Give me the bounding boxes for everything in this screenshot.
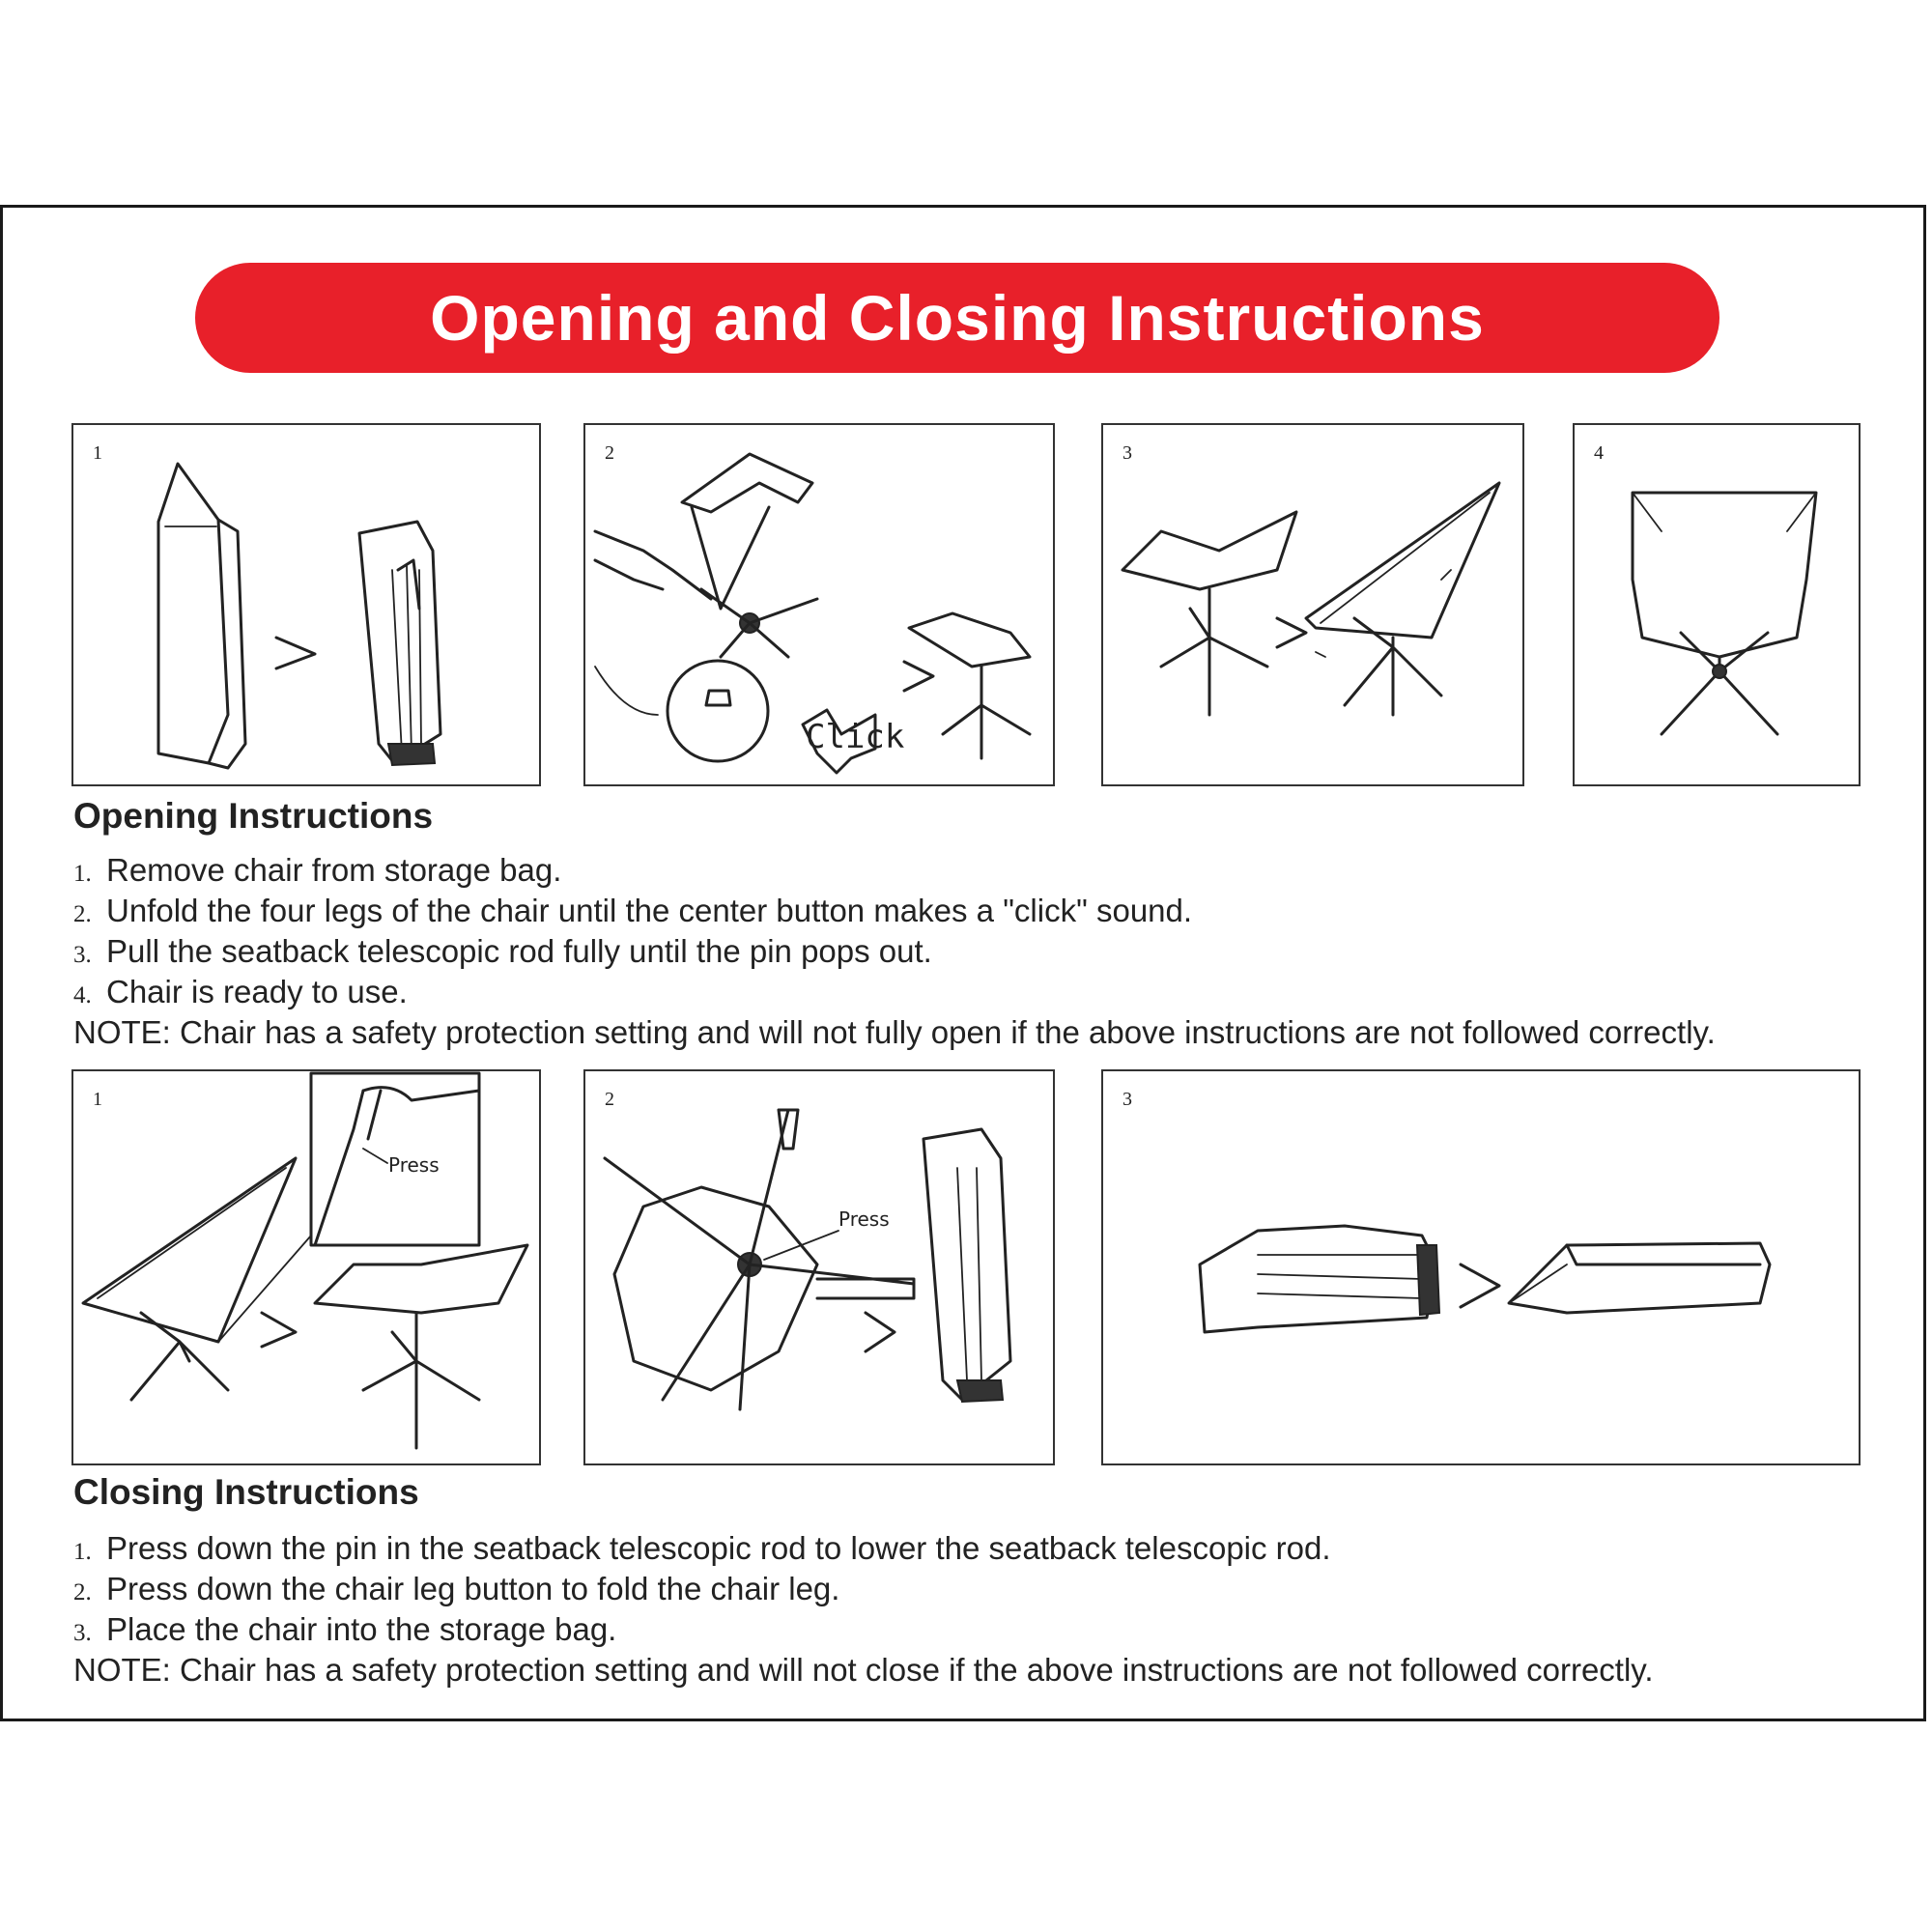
closing-steps: 1. Press down the pin in the seatback tel… bbox=[73, 1528, 1889, 1690]
extend-seatback-illustration bbox=[1121, 481, 1501, 717]
panel-number: 2 bbox=[605, 442, 614, 464]
opening-note: NOTE: Chair has a safety protection sett… bbox=[73, 1014, 1716, 1050]
step-number: 2. bbox=[73, 901, 92, 927]
step-text: Unfold the four legs of the chair until … bbox=[106, 893, 1193, 928]
opening-panel-4: 4 bbox=[1573, 423, 1861, 786]
panel-number: 2 bbox=[605, 1089, 614, 1110]
closing-step-2: 2. Press down the chair leg button to fol… bbox=[73, 1569, 1889, 1609]
panel-number: 3 bbox=[1122, 442, 1132, 464]
closing-note: NOTE: Chair has a safety protection sett… bbox=[73, 1652, 1654, 1688]
panel-number: 3 bbox=[1122, 1089, 1132, 1110]
instruction-sheet bbox=[0, 205, 1926, 1721]
step-number: 1. bbox=[73, 861, 92, 887]
step-number: 4. bbox=[73, 982, 92, 1009]
step-text: Chair is ready to use. bbox=[106, 974, 408, 1009]
press-callout: Press bbox=[388, 1153, 440, 1177]
opening-panel-1: 1 bbox=[71, 423, 541, 786]
step-text: Place the chair into the storage bag. bbox=[106, 1611, 617, 1647]
ready-chair-illustration bbox=[1631, 491, 1818, 736]
step-number: 1. bbox=[73, 1539, 92, 1565]
closing-step-1: 1. Press down the pin in the seatback tel… bbox=[73, 1528, 1889, 1569]
page-title: Opening and Closing Instructions bbox=[430, 282, 1485, 354]
closing-panel-1: 1 Press bbox=[71, 1069, 541, 1465]
opening-heading: Opening Instructions bbox=[73, 796, 434, 836]
unfolding-legs-illustration: Click bbox=[593, 452, 1032, 775]
closing-panel-2: 2 Press bbox=[583, 1069, 1055, 1465]
step-number: 2. bbox=[73, 1579, 92, 1605]
step-number: 3. bbox=[73, 942, 92, 968]
click-callout: Click bbox=[806, 718, 904, 756]
title-banner: Opening and Closing Instructions bbox=[195, 263, 1719, 373]
step-text: Pull the seatback telescopic rod fully u… bbox=[106, 933, 932, 969]
panel-number: 4 bbox=[1594, 442, 1604, 464]
closing-step-3: 3. Place the chair into the storage bag. bbox=[73, 1609, 1889, 1650]
pack-into-bag-illustration bbox=[1198, 1224, 1772, 1334]
lower-seatback-illustration: Press bbox=[81, 1071, 529, 1450]
step-number: 3. bbox=[73, 1620, 92, 1646]
fold-legs-illustration: Press bbox=[603, 1108, 1012, 1411]
folded-bag-to-chair-illustration bbox=[156, 462, 442, 770]
press-callout: Press bbox=[838, 1208, 890, 1231]
panel-number: 1 bbox=[93, 1089, 102, 1110]
opening-step-4: 4. Chair is ready to use. bbox=[73, 972, 1889, 1012]
step-text: Press down the chair leg button to fold … bbox=[106, 1571, 840, 1606]
step-text: Remove chair from storage bag. bbox=[106, 852, 562, 888]
opening-step-2: 2. Unfold the four legs of the chair unti… bbox=[73, 891, 1889, 931]
step-text: Press down the pin in the seatback teles… bbox=[106, 1530, 1331, 1566]
opening-panel-2: 2 Click bbox=[583, 423, 1055, 786]
closing-panel-3: 3 bbox=[1101, 1069, 1861, 1465]
opening-panel-3: 3 bbox=[1101, 423, 1524, 786]
opening-step-3: 3. Pull the seatback telescopic rod fully… bbox=[73, 931, 1889, 972]
opening-steps: 1. Remove chair from storage bag. 2. Unfol… bbox=[73, 850, 1889, 1053]
closing-heading: Closing Instructions bbox=[73, 1472, 419, 1512]
opening-step-1: 1. Remove chair from storage bag. bbox=[73, 850, 1889, 891]
panel-number: 1 bbox=[93, 442, 102, 464]
